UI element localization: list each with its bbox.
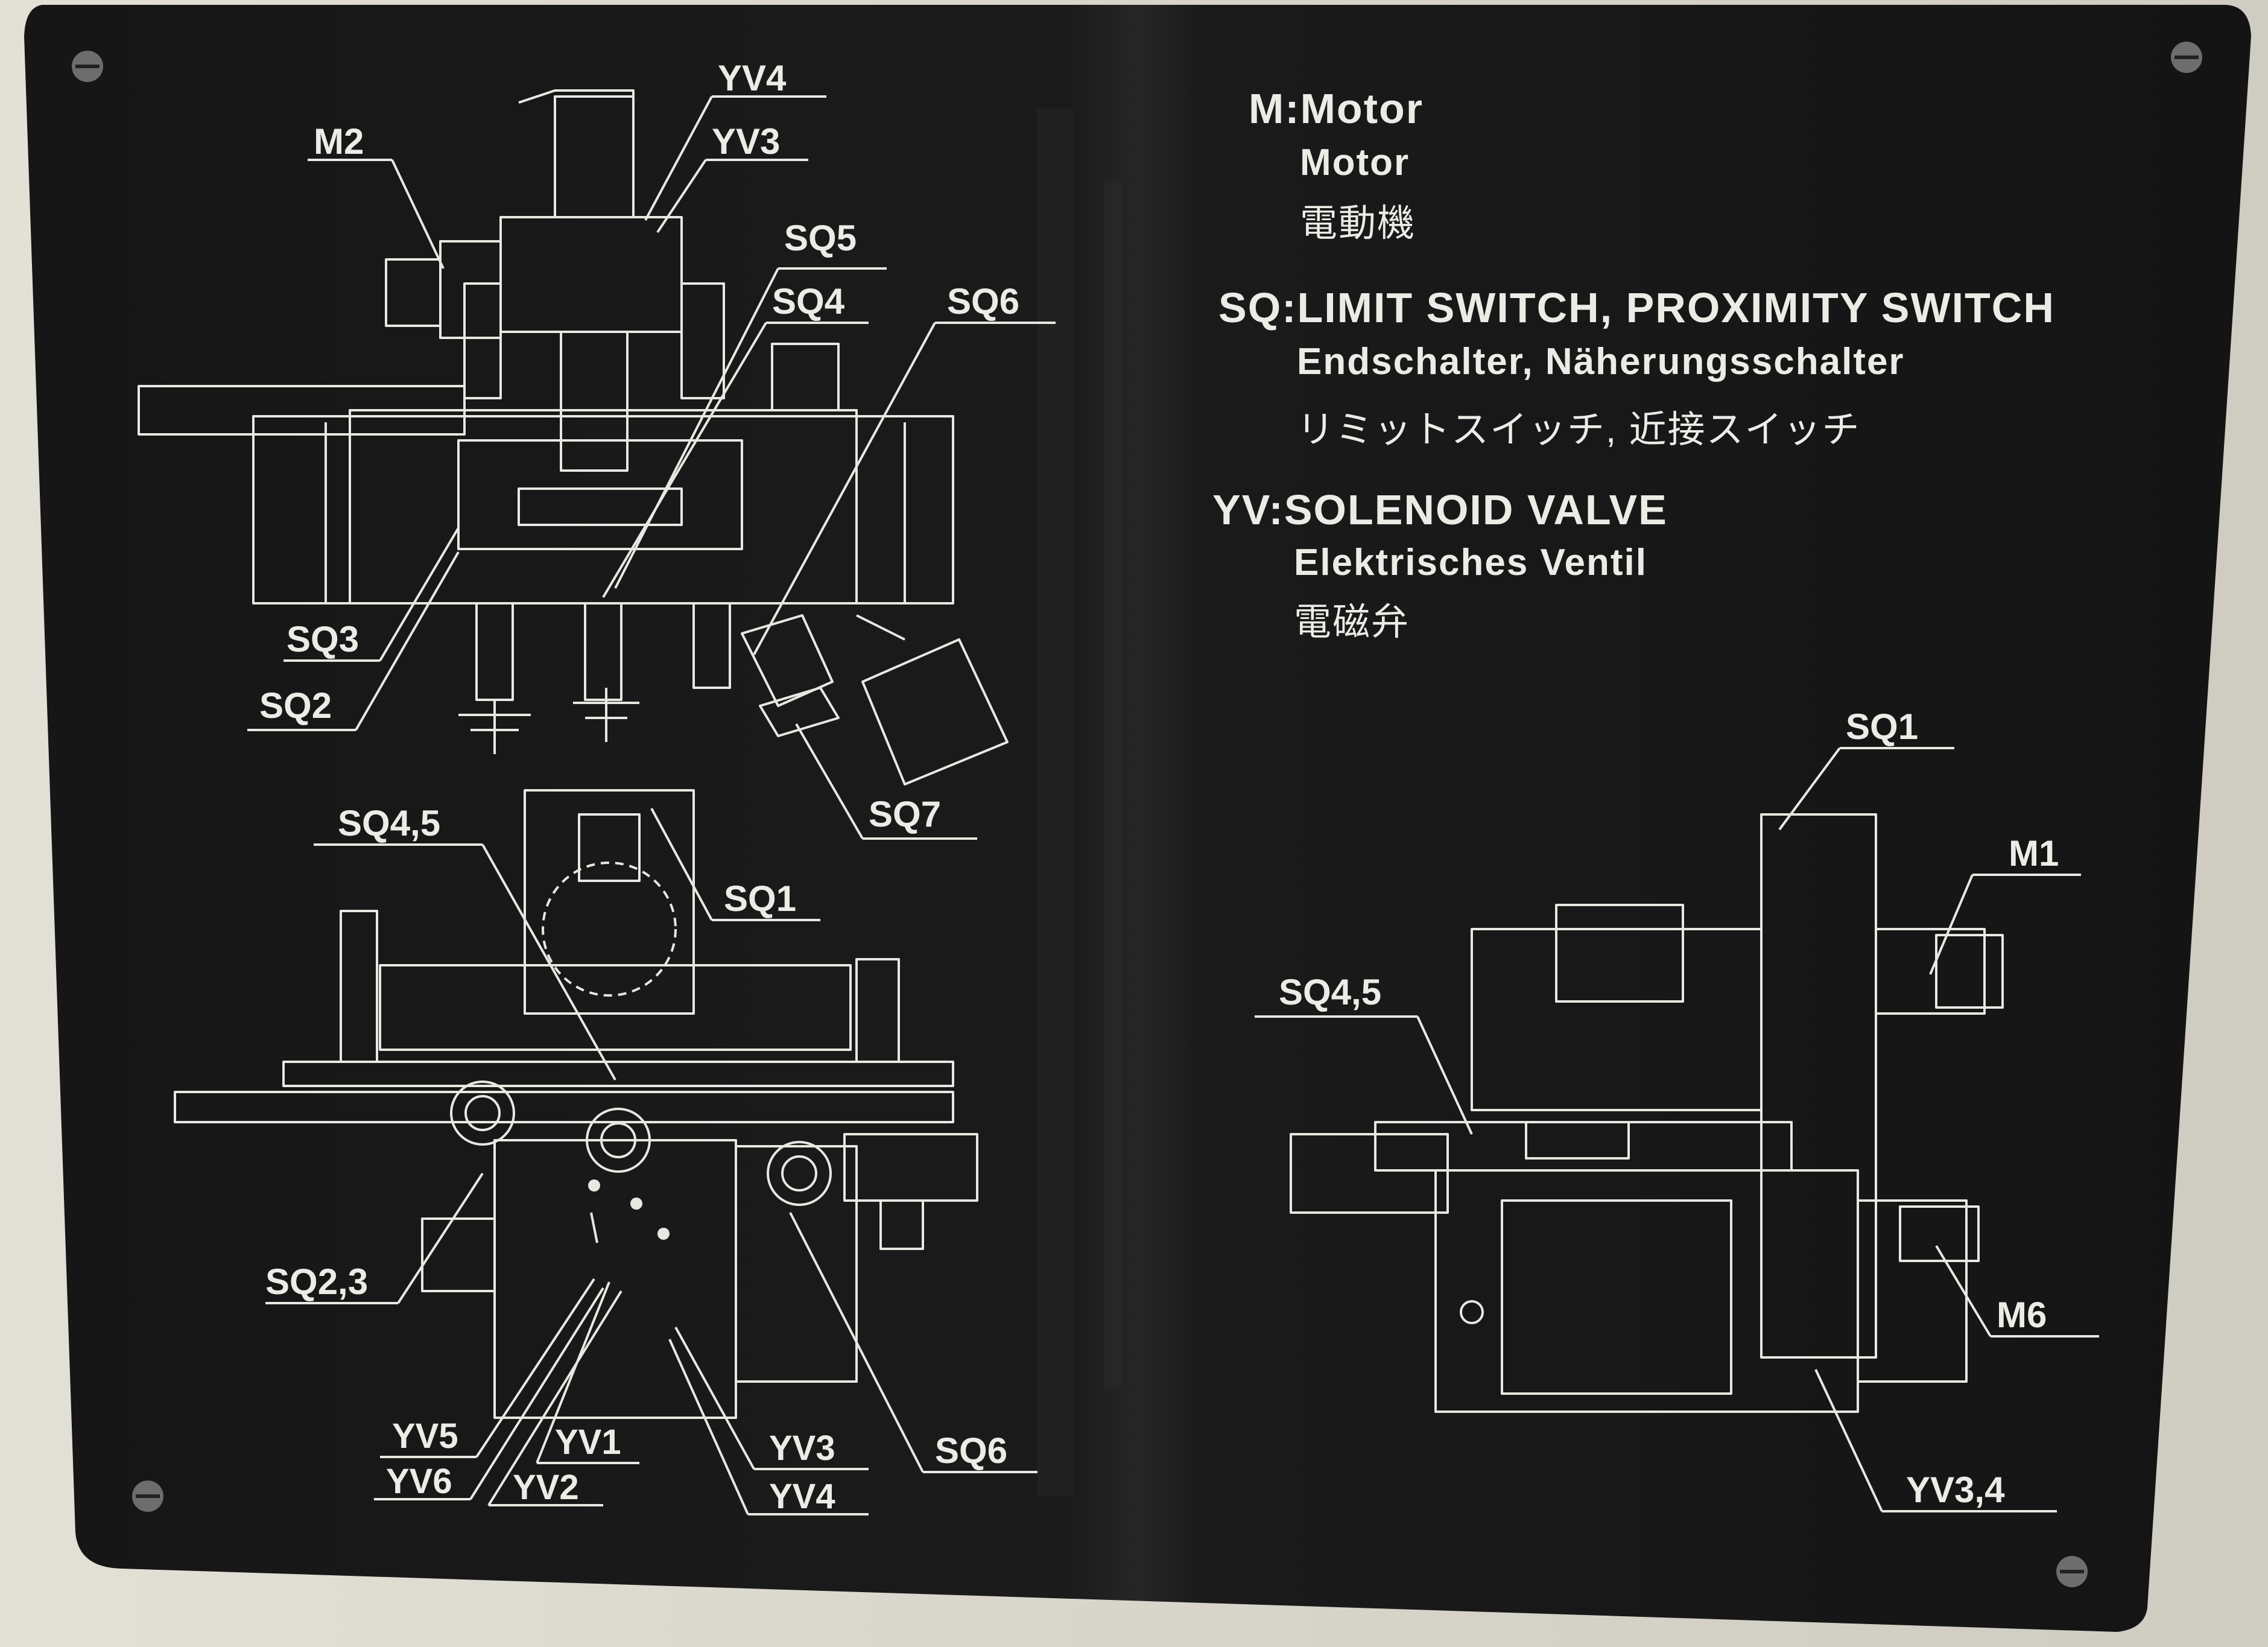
label-sq1-top: SQ1 <box>724 878 796 919</box>
front-view-drawing <box>138 89 1009 785</box>
valve-dot <box>657 1228 670 1240</box>
wear-streak <box>1104 181 1122 1388</box>
table-rail <box>282 1061 954 1087</box>
side-base-inner <box>1501 1199 1732 1395</box>
leg-mid <box>584 602 622 701</box>
label-sq4: SQ4 <box>772 281 845 322</box>
valve-dot <box>588 1179 600 1192</box>
front-view-leaders <box>247 95 1056 840</box>
label-sq1-side: SQ1 <box>1846 706 1918 747</box>
spindle-column <box>560 331 629 472</box>
label-yv2: YV2 <box>513 1468 579 1507</box>
side-head-top <box>1555 904 1684 1003</box>
side-chuck <box>1525 1121 1630 1160</box>
wear-streak <box>1037 109 1074 1496</box>
black-plate <box>24 5 2251 1632</box>
slide-rail <box>518 487 683 526</box>
legend-valve-ja: 電磁弁 <box>1294 601 1410 643</box>
label-yv4-top: YV4 <box>769 1477 835 1516</box>
side-view-labels: SQ1 M1 SQ4,5 M6 YV3,4 <box>1279 706 2059 1510</box>
label-m2: M2 <box>314 121 364 162</box>
motor-m1-cap <box>1935 934 2004 1009</box>
legend-motor: M:Motor Motor 電動機 <box>1249 84 1424 247</box>
pump-side <box>735 1145 858 1383</box>
motor-m1-body <box>1875 928 1986 1015</box>
screw-icon <box>2056 1556 2088 1587</box>
wheel-guard-grill <box>578 813 641 882</box>
legend-motor-code: M:Motor <box>1249 85 1424 132</box>
label-sq3: SQ3 <box>287 619 359 659</box>
sq7-box <box>861 638 1009 785</box>
label-yv6: YV6 <box>386 1462 452 1501</box>
knob-left <box>458 700 531 754</box>
motor-m6 <box>1899 1205 1980 1262</box>
screw-icon <box>132 1480 163 1512</box>
switch-block-2 <box>759 687 840 737</box>
grinding-wheel <box>542 862 677 997</box>
top-view-drawing <box>174 789 978 1419</box>
screw-icon <box>2171 42 2202 73</box>
legend-motor-ja: 電動機 <box>1300 203 1416 244</box>
right-block-foot <box>879 1199 924 1250</box>
valve-stem <box>590 1212 598 1243</box>
label-yv3-top: YV3 <box>769 1429 835 1468</box>
column-right <box>680 282 725 399</box>
legend-switch-code: SQ:LIMIT SWITCH, PROXIMITY SWITCH <box>1218 284 2055 331</box>
column-top-cap <box>518 89 635 104</box>
label-sq7: SQ7 <box>869 794 941 834</box>
side-view-leaders <box>1255 747 2099 1512</box>
table-top <box>379 964 852 1051</box>
label-yv5: YV5 <box>392 1417 458 1456</box>
front-view-labels: YV4 YV3 M2 SQ5 SQ4 SQ6 SQ3 SQ2 SQ7 <box>259 58 1019 834</box>
label-yv34: YV3,4 <box>1906 1470 2005 1510</box>
label-yv3: YV3 <box>712 121 780 162</box>
label-sq6-top: SQ6 <box>935 1430 1007 1471</box>
label-yv1: YV1 <box>555 1423 621 1462</box>
sq7-link <box>856 614 905 641</box>
sq23-block <box>421 1217 496 1292</box>
label-sq2: SQ2 <box>259 685 332 726</box>
legend-switch-de: Endschalter, Näherungsschalter <box>1297 341 1905 382</box>
top-view-labels: SQ4,5 SQ1 SQ2,3 YV5 YV6 YV1 YV2 YV3 YV4 … <box>265 803 1007 1516</box>
side-base-right <box>1857 1199 1968 1383</box>
handwheel-icon <box>767 1141 832 1206</box>
label-sq45-top: SQ4,5 <box>338 803 440 843</box>
top-view-leaders <box>265 808 1037 1515</box>
column-left <box>463 282 502 399</box>
label-sq23: SQ2,3 <box>265 1261 368 1302</box>
legend-valve-code: YV:SOLENOID VALVE <box>1212 486 1668 533</box>
wheel-guard <box>524 789 695 1015</box>
handwheel-icon <box>450 1081 515 1146</box>
legend-valve: YV:SOLENOID VALVE Elektrisches Ventil 電磁… <box>1212 486 1668 646</box>
switch-block <box>741 614 834 707</box>
label-sq5: SQ5 <box>784 218 857 258</box>
label-sq6-front: SQ6 <box>947 281 1019 322</box>
legend-motor-de: Motor <box>1300 142 1410 183</box>
label-m1: M1 <box>2009 833 2059 874</box>
side-view-drawing <box>1290 813 2004 1413</box>
leg-right <box>692 602 731 689</box>
base-rail <box>174 1091 954 1123</box>
legend-valve-de: Elektrisches Ventil <box>1294 542 1647 583</box>
saddle-inner <box>457 439 743 550</box>
side-head <box>1471 928 1763 1111</box>
label-m6: M6 <box>1997 1295 2047 1335</box>
legend-switch: SQ:LIMIT SWITCH, PROXIMITY SWITCH Endsch… <box>1218 284 2055 453</box>
valve-dot <box>630 1198 642 1210</box>
legend-switch-ja: リミットスイッチ, 近接スイッチ <box>1297 409 1861 451</box>
label-yv4: YV4 <box>718 58 787 98</box>
knob-mid <box>573 688 639 742</box>
side-port <box>1460 1300 1484 1324</box>
label-sq45-side: SQ4,5 <box>1279 972 1381 1012</box>
side-table-block <box>1290 1133 1449 1214</box>
handwheel-icon <box>586 1108 651 1173</box>
screw-icon <box>72 51 103 82</box>
